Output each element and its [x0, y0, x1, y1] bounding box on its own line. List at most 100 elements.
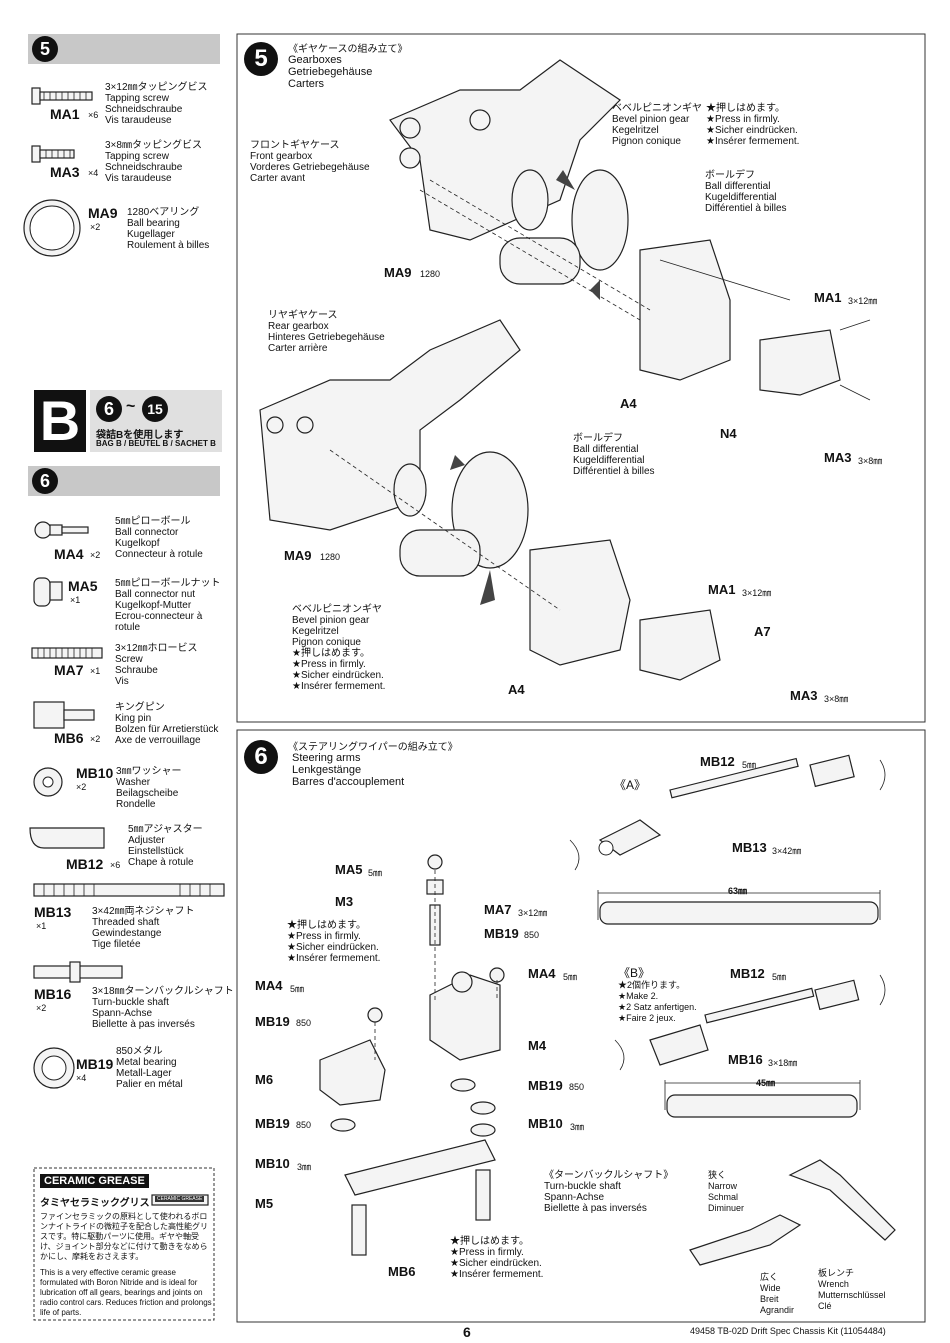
bearing-ma9-illustration [23, 199, 81, 257]
grease-box-frame [33, 1167, 215, 1321]
label-ma4-right: MA4 [528, 966, 556, 981]
bevel-gear-label-bot: ベベルピニオンギヤ Bevel pinion gear Kegelritzel … [292, 604, 386, 692]
part-desc-ma9: 1280ベアリング Ball bearing Kugellager Roulem… [127, 207, 210, 251]
grease-tube-label: CERAMIC GREASE [155, 1196, 205, 1202]
part-desc-ma3: 3×8㎜タッピングビス Tapping screw Schneidschraub… [105, 140, 202, 184]
label-mb19-d: MB19 [255, 1116, 290, 1131]
label-m4: M4 [528, 1038, 547, 1053]
part-code-ma3: MA3 [50, 164, 80, 180]
bevel-gear-label-top: ベベルピニオンギヤ Bevel pinion gear Kegelritzel … [612, 103, 702, 147]
label-mb16-sub: 3×18㎜ [768, 1058, 798, 1068]
part-code-mb6: MB6 [54, 730, 84, 746]
label-m6: M6 [255, 1072, 274, 1087]
part-qty-mb10: ×2 [76, 782, 87, 792]
grease-logo: CERAMIC GREASE [40, 1174, 149, 1188]
press-note-p6: ★押しはめます。 ★Press in firmly. ★Sicher eindr… [287, 920, 381, 964]
part-code-mb16: MB16 [34, 986, 72, 1002]
label-m3: M3 [335, 894, 354, 909]
bag-letter: B [34, 390, 86, 452]
part-desc-ma4: 5㎜ピローボール Ball connector Kugelkopf Connec… [115, 516, 203, 560]
part-qty-ma7: ×1 [90, 666, 101, 676]
label-mb13: MB13 [732, 840, 767, 855]
narrow-label: 狭く Narrow Schmal Diminuer [708, 1170, 745, 1213]
part-code-mb10: MB10 [76, 765, 114, 781]
label-ma3-bot: MA3 [790, 688, 818, 703]
part-desc-mb13: 3×42㎜両ネジシャフト Threaded shaft Gewindestang… [92, 906, 195, 950]
label-a4-bot: A4 [508, 682, 525, 697]
step5-header [28, 34, 220, 64]
wide-label: 広く Wide Breit Agrandir [760, 1272, 795, 1315]
rear-gearbox-label: リヤギヤケース Rear gearbox Hinteres Getriebege… [268, 310, 385, 354]
label-ma4-left-sub: 5㎜ [290, 984, 305, 994]
label-a7: A7 [754, 624, 771, 639]
label-ma4-left: MA4 [255, 978, 283, 993]
label-ma1-bot: MA1 [708, 582, 736, 597]
label-ma7-sub: 3×12㎜ [518, 908, 548, 918]
part-qty-ma3: ×4 [88, 168, 99, 178]
step6-number: 6 [32, 468, 58, 494]
panel5-frame [236, 33, 926, 723]
label-mb10-right-sub: 3㎜ [570, 1122, 585, 1132]
part-code-mb19: MB19 [76, 1056, 114, 1072]
grease-text-jp: ファインセラミックの原料として使われるボロンナイトライドの微粒子を配合した高性能… [40, 1212, 208, 1261]
bag-text-en: BAG B / BEUTEL B / SACHET B [96, 439, 216, 448]
rod-a-illustration [597, 754, 881, 925]
part-qty-ma5: ×1 [70, 595, 81, 605]
page-number: 6 [463, 1324, 471, 1340]
part-qty-ma9: ×2 [90, 222, 101, 232]
part-code-ma9: MA9 [88, 205, 118, 221]
part-code-ma7: MA7 [54, 662, 84, 678]
front-gearbox-illustration [389, 59, 871, 401]
panel6-frame [236, 729, 926, 1323]
part-code-mb12: MB12 [66, 856, 104, 872]
label-ma9-bot-sub: 1280 [320, 552, 341, 562]
panel5-title-jp: 《ギヤケースの組み立て》 [288, 44, 408, 55]
label-mb19-d-sub: 850 [296, 1120, 312, 1130]
wrench-illustration [689, 1159, 896, 1266]
label-mb6: MB6 [388, 1264, 416, 1279]
step6-header [28, 466, 220, 496]
kit-info: 49458 TB-02D Drift Spec Chassis Kit (110… [690, 1326, 886, 1336]
label-ma9-bot: MA9 [284, 548, 312, 563]
label-m5: M5 [255, 1196, 274, 1211]
bag-step-from: 6 [96, 396, 122, 422]
label-mb12-a-sub: 5㎜ [742, 760, 757, 770]
turnbuckle-label: 《ターンバックルシャフト》 Turn-buckle shaft Spann-Ac… [544, 1170, 674, 1214]
label-ma9-top-sub: 1280 [420, 269, 441, 279]
part-qty-mb13: ×1 [36, 921, 47, 931]
pin-mb6-illustration [33, 701, 95, 729]
label-ma7: MA7 [484, 902, 512, 917]
adjuster-mb12-illustration [29, 827, 105, 849]
rotation-arrows [569, 759, 886, 1071]
bearing-mb19-illustration [33, 1047, 75, 1089]
shaft-mb13-illustration [33, 883, 225, 897]
part-code-ma1: MA1 [50, 106, 80, 122]
grease-title-jp: タミヤセラミックグリス [40, 1198, 150, 1209]
rod-b-illustration [649, 979, 861, 1118]
panel6-number: 6 [244, 740, 278, 774]
section-b-label: 《B》 [618, 966, 651, 980]
bag-tilde: ~ [126, 398, 136, 415]
shaft-mb16-illustration [33, 961, 123, 983]
label-mb13-sub: 3×42㎜ [772, 846, 802, 856]
label-mb12-a: MB12 [700, 754, 735, 769]
dimension-a: 63㎜ [728, 886, 748, 896]
panel6-title-jp: 《ステアリングワイパーの組み立て》 [288, 742, 458, 753]
label-ma4-right-sub: 5㎜ [563, 972, 578, 982]
label-ma1-top: MA1 [814, 290, 842, 305]
part-code-mb13: MB13 [34, 904, 72, 920]
label-mb19-b-sub: 850 [296, 1018, 312, 1028]
part-desc-mb10: 3㎜ワッシャー Washer Beilagscheibe Rondelle [116, 766, 182, 810]
panel5-title: Gearboxes Getriebegehäuse Carters [288, 54, 373, 90]
washer-mb10-illustration [33, 767, 63, 797]
label-mb10-right: MB10 [528, 1116, 563, 1131]
ball-diff-label-top: ボールデフ Ball differential Kugeldifferentia… [705, 170, 787, 214]
rear-gearbox-illustration [259, 319, 721, 681]
screw-ma7-illustration [31, 647, 103, 659]
label-mb19-c-sub: 850 [569, 1082, 585, 1092]
part-desc-mb16: 3×18㎜ターンバックルシャフト Turn-buckle shaft Spann… [92, 986, 234, 1030]
part-qty-mb6: ×2 [90, 734, 101, 744]
label-mb10-left-sub: 3㎜ [297, 1162, 312, 1172]
grease-text-en: This is a very effective ceramic grease … [40, 1268, 212, 1317]
